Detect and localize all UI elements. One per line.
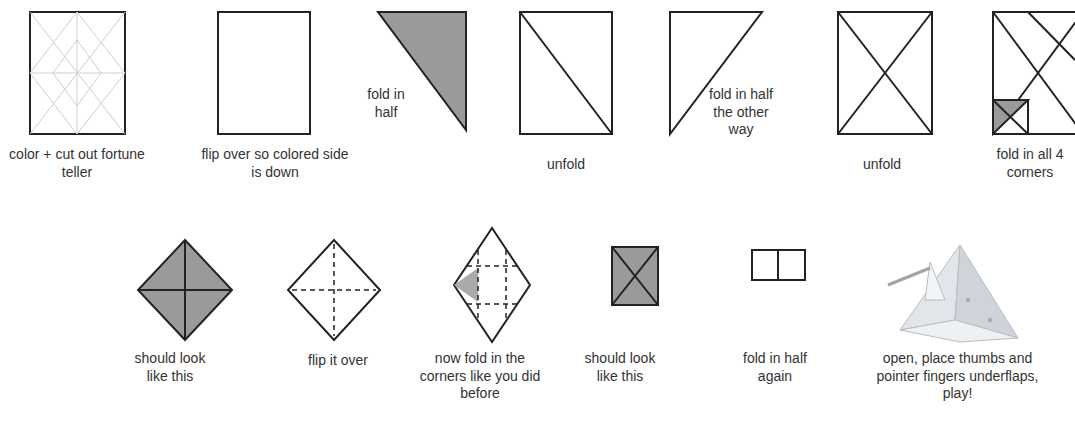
step-caption: should look like this <box>128 350 212 385</box>
step-caption: unfold <box>846 156 918 174</box>
step-caption: fold in half the other way <box>704 86 778 139</box>
step-caption: unfold <box>530 156 602 174</box>
step-caption: fold in half again <box>738 350 812 385</box>
step-caption: fold in all 4 corners <box>989 146 1071 181</box>
step-caption: fold in half <box>360 86 412 121</box>
step-caption: now fold in the corners like you did bef… <box>410 350 550 403</box>
step-caption: open, place thumbs and pointer fingers u… <box>860 350 1055 403</box>
step-caption: should look like this <box>578 350 662 385</box>
step-caption: flip over so colored side is down <box>200 146 350 181</box>
step-caption: flip it over <box>296 352 380 370</box>
step-caption: color + cut out fortune teller <box>8 146 146 181</box>
